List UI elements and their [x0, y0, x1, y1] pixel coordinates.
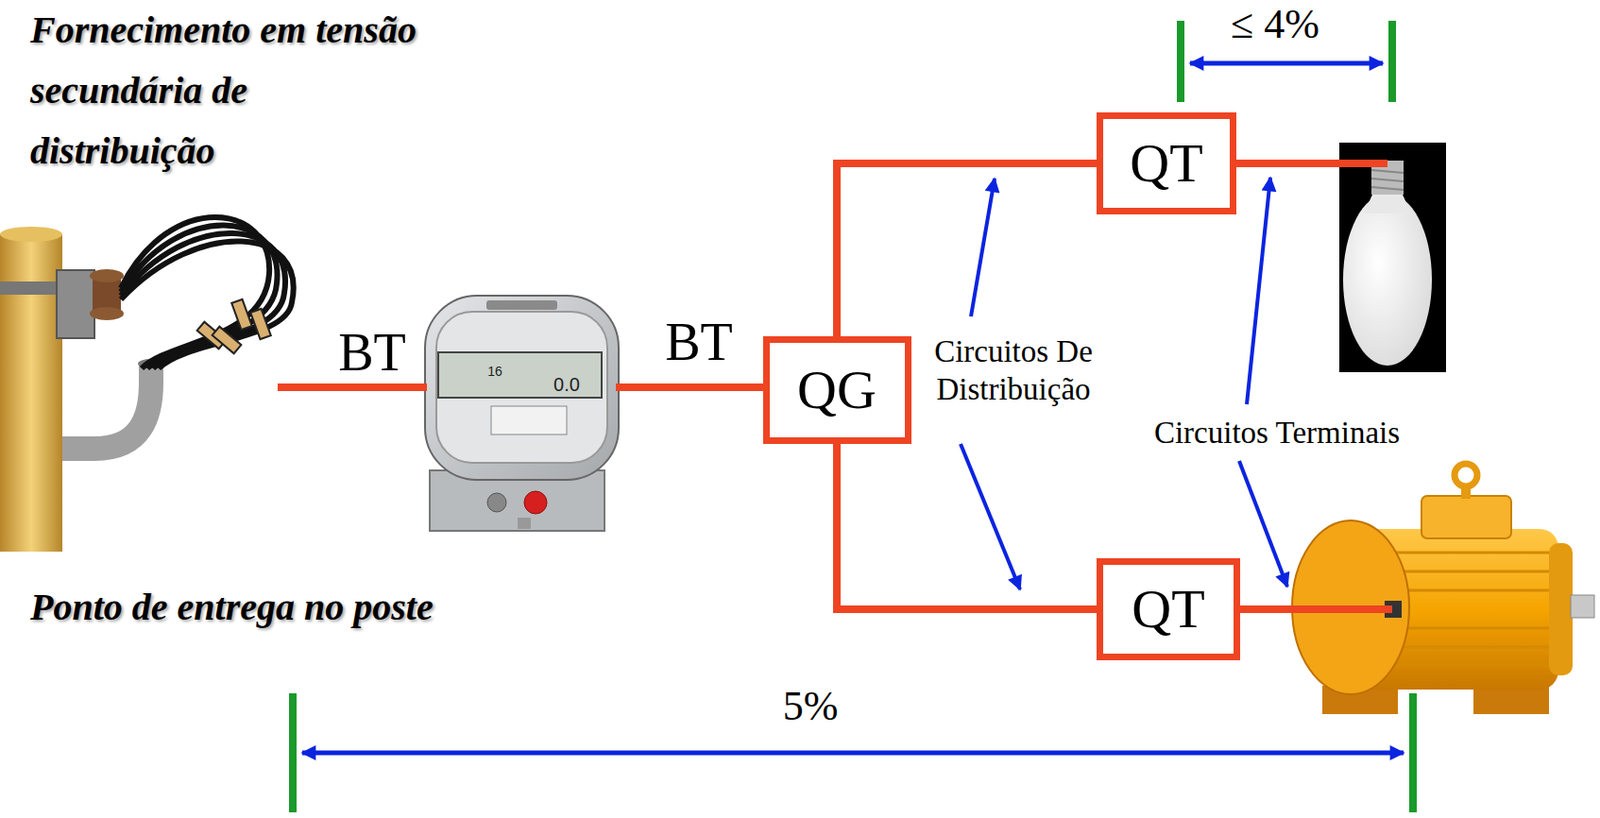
supply-wire	[1232, 159, 1388, 168]
motor-picture	[1570, 595, 1595, 618]
dimension-marks	[292, 20, 1413, 813]
lamp-picture	[1343, 193, 1432, 366]
distribution-wire	[836, 443, 1097, 610]
utility-pole	[89, 269, 124, 283]
energy-meter	[425, 295, 619, 480]
leader-arrow	[1239, 460, 1288, 587]
circuit-type-label: Circuitos De Distribuição	[928, 333, 1099, 409]
leader-arrow	[1246, 177, 1271, 405]
dimension-marks	[289, 693, 297, 813]
energy-meter	[491, 406, 567, 435]
panel-box: QG	[763, 336, 912, 444]
energy-meter	[438, 352, 602, 398]
dimension-marks	[1409, 693, 1417, 813]
lamp-picture	[1371, 178, 1404, 182]
voltage-label: BT	[664, 315, 733, 369]
utility-pole	[120, 240, 294, 369]
utility-pole	[212, 326, 242, 354]
energy-meter	[436, 311, 608, 463]
energy-meter	[486, 300, 558, 310]
leader-arrow	[960, 443, 1021, 590]
distribution-wire	[836, 163, 1097, 337]
supply-note: Fornecimento em tensão secundária de dis…	[30, 0, 429, 182]
motor-picture	[1473, 685, 1549, 715]
energy-meter	[524, 491, 547, 514]
utility-pole	[89, 306, 124, 321]
motor-picture	[1292, 463, 1595, 715]
supply-wire	[277, 163, 1393, 610]
voltage-drop-limit: 5%	[782, 685, 839, 728]
delivery-point-note: Ponto de entrega no poste	[30, 584, 434, 630]
utility-pole	[250, 308, 272, 340]
motor-picture	[1421, 495, 1512, 539]
dimension-marks	[302, 750, 1404, 756]
voltage-drop-limit: ≤ 4%	[1230, 3, 1320, 46]
meter-reading: 0.0	[553, 374, 580, 395]
utility-pole	[0, 226, 63, 242]
lamp-picture	[1371, 170, 1404, 173]
panel-name: QT	[1131, 581, 1205, 637]
motor-picture	[1548, 543, 1573, 676]
panel-box: QT	[1096, 112, 1237, 215]
energy-meter	[425, 295, 619, 531]
dimension-marks	[1388, 20, 1396, 103]
voltage-label: BT	[338, 325, 407, 379]
utility-pole	[62, 363, 152, 449]
dimension-marks	[1176, 20, 1185, 103]
circuit-type-label: Circuitos Terminais	[1154, 414, 1400, 453]
motor-picture	[1454, 463, 1478, 487]
utility-pole	[0, 217, 294, 552]
motor-picture	[1369, 664, 1549, 668]
leader-arrow	[970, 178, 995, 317]
dimension-marks	[1190, 61, 1383, 67]
utility-pole	[231, 299, 253, 330]
lamp-picture	[1339, 142, 1447, 373]
supply-wire	[277, 383, 427, 392]
lamp-picture	[1371, 187, 1404, 190]
supply-wire	[615, 383, 767, 392]
meter-reading: 16	[487, 364, 503, 379]
panel-name: QG	[797, 362, 877, 418]
panel-name: QT	[1129, 136, 1203, 191]
panel-box: QT	[1096, 558, 1241, 661]
energy-meter	[487, 493, 507, 512]
lamp-picture	[1339, 142, 1447, 373]
supply-wire	[1232, 605, 1393, 613]
utility-pole	[56, 270, 95, 339]
lamp-picture	[1363, 194, 1412, 214]
energy-meter	[517, 517, 531, 529]
